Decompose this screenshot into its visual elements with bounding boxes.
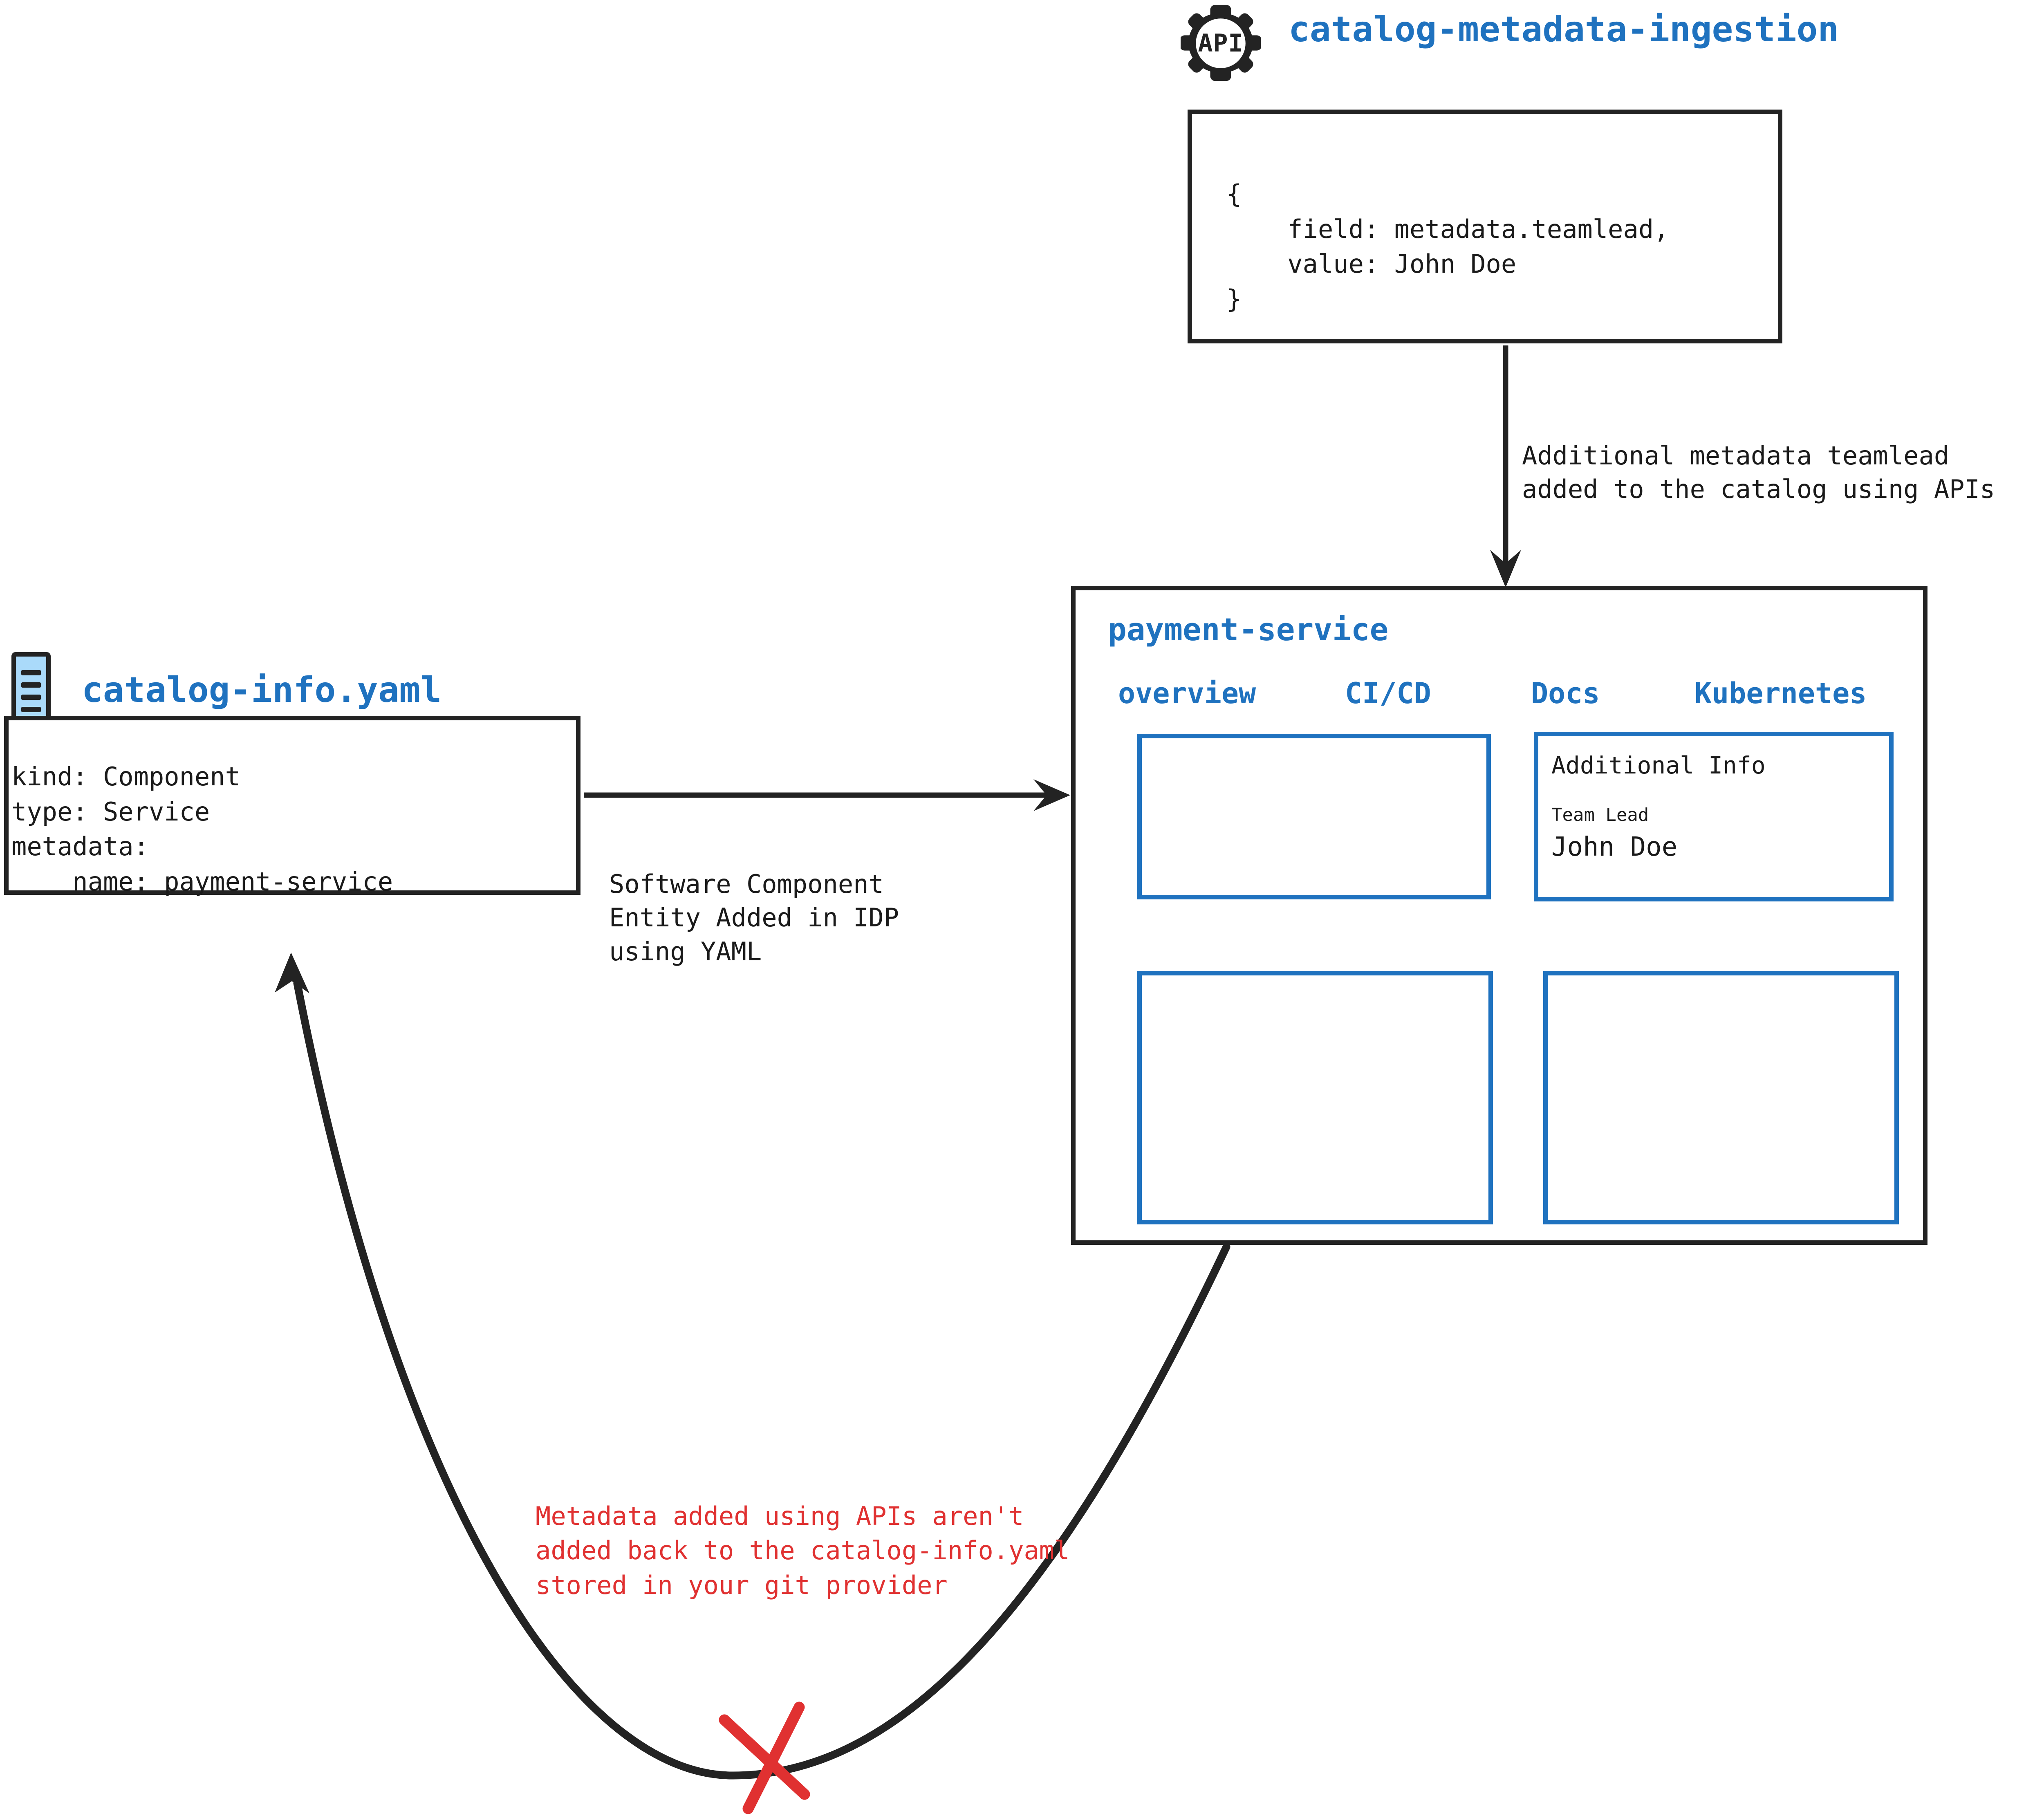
team-lead-label: Team Lead (1551, 805, 1649, 825)
overview-card (1137, 734, 1491, 899)
additional-info-heading: Additional Info (1551, 751, 1766, 779)
tab-kubernetes[interactable]: Kubernetes (1694, 677, 1867, 710)
tab-overview[interactable]: overview (1118, 677, 1256, 710)
warning-annotation: Metadata added using APIs aren't added b… (536, 1501, 1070, 1600)
team-lead-value: John Doe (1551, 832, 1678, 862)
api-gear-icon: API (1180, 3, 1262, 83)
yaml-content-box (4, 716, 580, 895)
yaml-to-panel-arrow (584, 779, 1070, 811)
gear-shape (1180, 4, 1262, 81)
yaml-icon-line (21, 670, 41, 675)
additional-info-card (1534, 732, 1894, 901)
yaml-icon-line (21, 706, 41, 712)
api-icon-label: API (1198, 29, 1244, 58)
yaml-source-title: catalog-info.yaml (82, 670, 442, 711)
api-arrow-annotation: Additional metadata teamlead added to th… (1522, 441, 1995, 504)
yaml-icon-line (21, 682, 41, 688)
yaml-content-code: kind: Component type: Service metadata: … (11, 762, 393, 897)
api-payload-box (1188, 110, 1782, 343)
api-source-title: catalog-metadata-ingestion (1289, 9, 1839, 50)
api-to-panel-arrow (1490, 345, 1521, 587)
api-payload-code: { field: metadata.teamlead, value: John … (1226, 179, 1669, 314)
tab-cicd[interactable]: CI/CD (1345, 677, 1431, 710)
yaml-icon-line (21, 694, 41, 700)
panel-title: payment-service (1108, 611, 1389, 648)
yaml-arrow-annotation: Software Component Entity Added in IDP u… (609, 869, 899, 966)
tab-docs[interactable]: Docs (1531, 677, 1600, 710)
bottom-right-card (1543, 971, 1899, 1224)
bottom-left-card (1137, 971, 1493, 1224)
blocked-x-icon (719, 1701, 810, 1814)
